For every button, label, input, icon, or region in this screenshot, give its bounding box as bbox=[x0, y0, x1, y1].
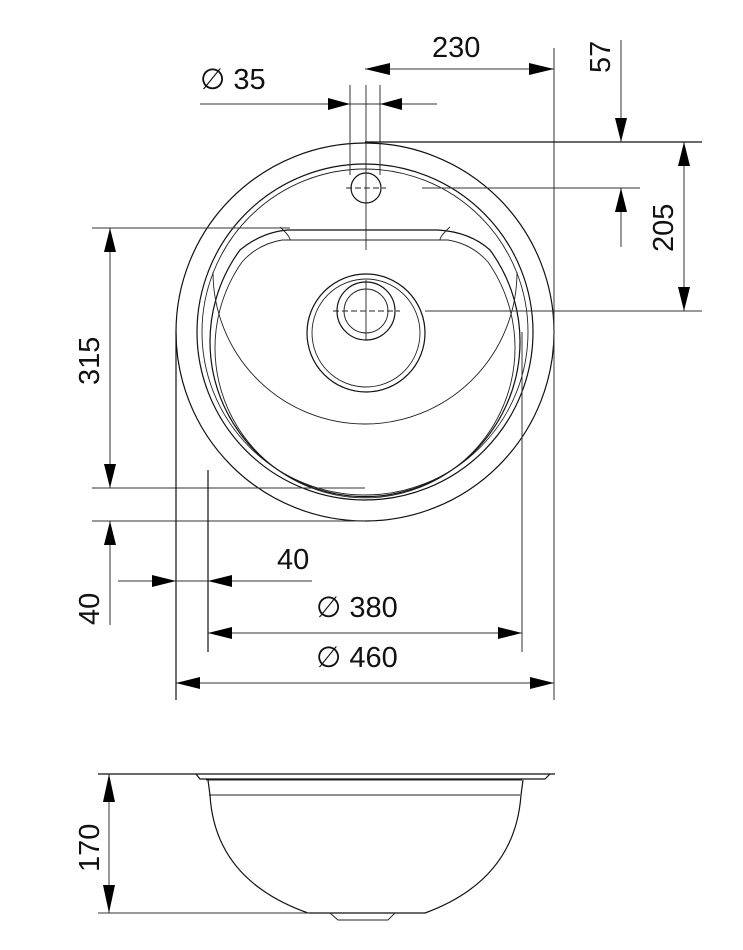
drain-outer-2 bbox=[311, 278, 421, 388]
bowl-inner-contour bbox=[209, 229, 521, 498]
bowl-bottom-arc bbox=[212, 271, 518, 425]
outer-rim-circle bbox=[175, 142, 555, 522]
bowl-inner-contour-2 bbox=[214, 239, 516, 499]
label-40-vertical: 40 bbox=[74, 593, 106, 625]
label-tap-hole-diameter: ∅ 35 bbox=[200, 64, 266, 96]
label-sink-depth-170: 170 bbox=[74, 824, 106, 872]
drain-profile bbox=[329, 912, 396, 921]
bowl-rim-inner bbox=[201, 168, 529, 496]
dimension-labels: ∅ 35 230 57 205 315 40 40 ∅ 380 ∅ 460 17… bbox=[74, 32, 680, 872]
side-view bbox=[98, 773, 555, 921]
label-315: 315 bbox=[74, 337, 106, 385]
top-view bbox=[175, 85, 555, 522]
shelf-edge bbox=[279, 226, 451, 241]
drain-outer bbox=[306, 273, 426, 393]
label-overall-diameter-460: ∅ 460 bbox=[316, 642, 398, 674]
label-205: 205 bbox=[648, 204, 680, 252]
label-tap-offset-230: 230 bbox=[432, 32, 480, 64]
bowl-rim-outer bbox=[196, 163, 534, 501]
bowl-profile bbox=[207, 779, 524, 914]
label-40-horizontal: 40 bbox=[277, 544, 309, 576]
dimension-lines bbox=[92, 40, 702, 700]
label-bowl-diameter-380: ∅ 380 bbox=[316, 592, 398, 624]
label-57: 57 bbox=[585, 41, 617, 73]
